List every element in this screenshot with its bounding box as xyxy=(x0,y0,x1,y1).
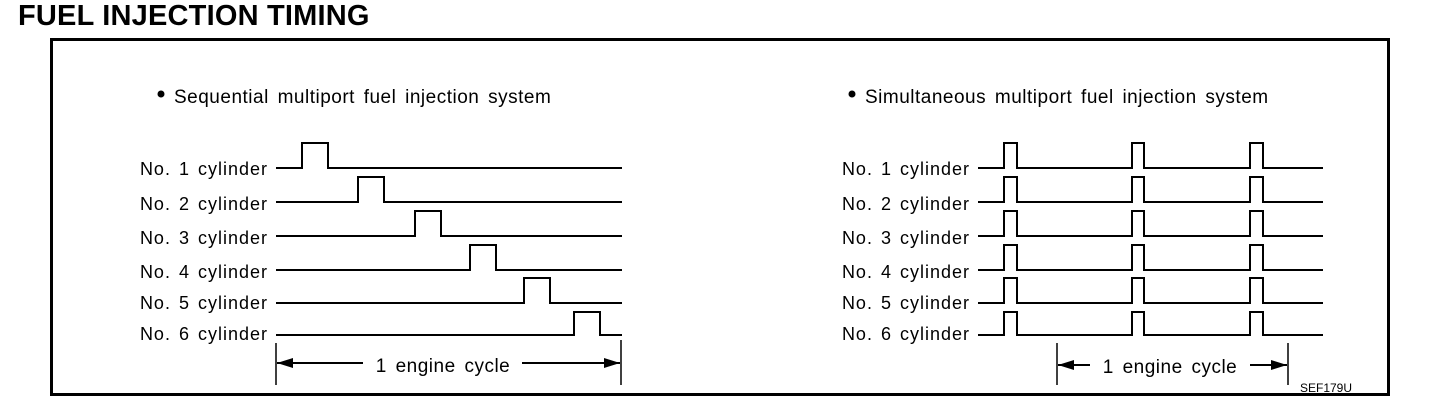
seq-cycle-label: 1 engine cycle xyxy=(376,356,510,377)
sim-cylinder-1-label: No. 1 cylinder xyxy=(842,159,970,179)
sim-cylinder-2-label: No. 2 cylinder xyxy=(842,194,970,214)
sim-cylinder-6-pulse-trace xyxy=(978,311,1323,336)
sim-cycle-label: 1 engine cycle xyxy=(1103,357,1237,378)
page-title: FUEL INJECTION TIMING xyxy=(18,0,370,32)
seq-cylinder-2-label: No. 2 cylinder xyxy=(140,194,268,214)
sim-cylinder-4-label: No. 4 cylinder xyxy=(842,262,970,282)
sim-cylinder-6-label: No. 6 cylinder xyxy=(842,324,970,344)
diagram-frame xyxy=(50,38,1390,396)
seq-cylinder-3-pulse-trace xyxy=(276,210,622,237)
sim-cylinder-4-pulse-trace xyxy=(978,244,1323,271)
sim-cylinder-1-pulse-trace xyxy=(978,142,1323,169)
simultaneous-panel: Simultaneous multiport fuel injection sy… xyxy=(842,87,1323,385)
seq-cylinder-5-pulse-trace xyxy=(276,277,622,304)
sequential-panel: Sequential multiport fuel injection syst… xyxy=(140,87,622,385)
sim-cylinder-3-label: No. 3 cylinder xyxy=(842,228,970,248)
figure-code: SEF179U xyxy=(1300,381,1352,395)
seq-cylinder-5-label: No. 5 cylinder xyxy=(140,293,268,313)
sim-cylinder-3-pulse-trace xyxy=(978,210,1323,237)
sim-cylinder-2-pulse-trace xyxy=(978,176,1323,203)
seq-cylinder-4-label: No. 4 cylinder xyxy=(140,262,268,282)
sequential-heading: Sequential multiport fuel injection syst… xyxy=(174,87,551,108)
seq-cylinder-2-pulse-trace xyxy=(276,176,622,203)
sim-cylinder-5-label: No. 5 cylinder xyxy=(842,293,970,313)
bullet-dot xyxy=(848,90,856,98)
sim-cylinder-5-pulse-trace xyxy=(978,277,1323,304)
simultaneous-heading: Simultaneous multiport fuel injection sy… xyxy=(865,87,1269,108)
seq-cylinder-1-pulse-trace xyxy=(276,142,622,169)
seq-cylinder-3-label: No. 3 cylinder xyxy=(140,228,268,248)
seq-cylinder-6-pulse-trace xyxy=(276,311,622,336)
seq-cylinder-1-label: No. 1 cylinder xyxy=(140,159,268,179)
seq-cylinder-6-label: No. 6 cylinder xyxy=(140,324,268,344)
bullet-dot xyxy=(157,90,165,98)
seq-cylinder-4-pulse-trace xyxy=(276,244,622,271)
